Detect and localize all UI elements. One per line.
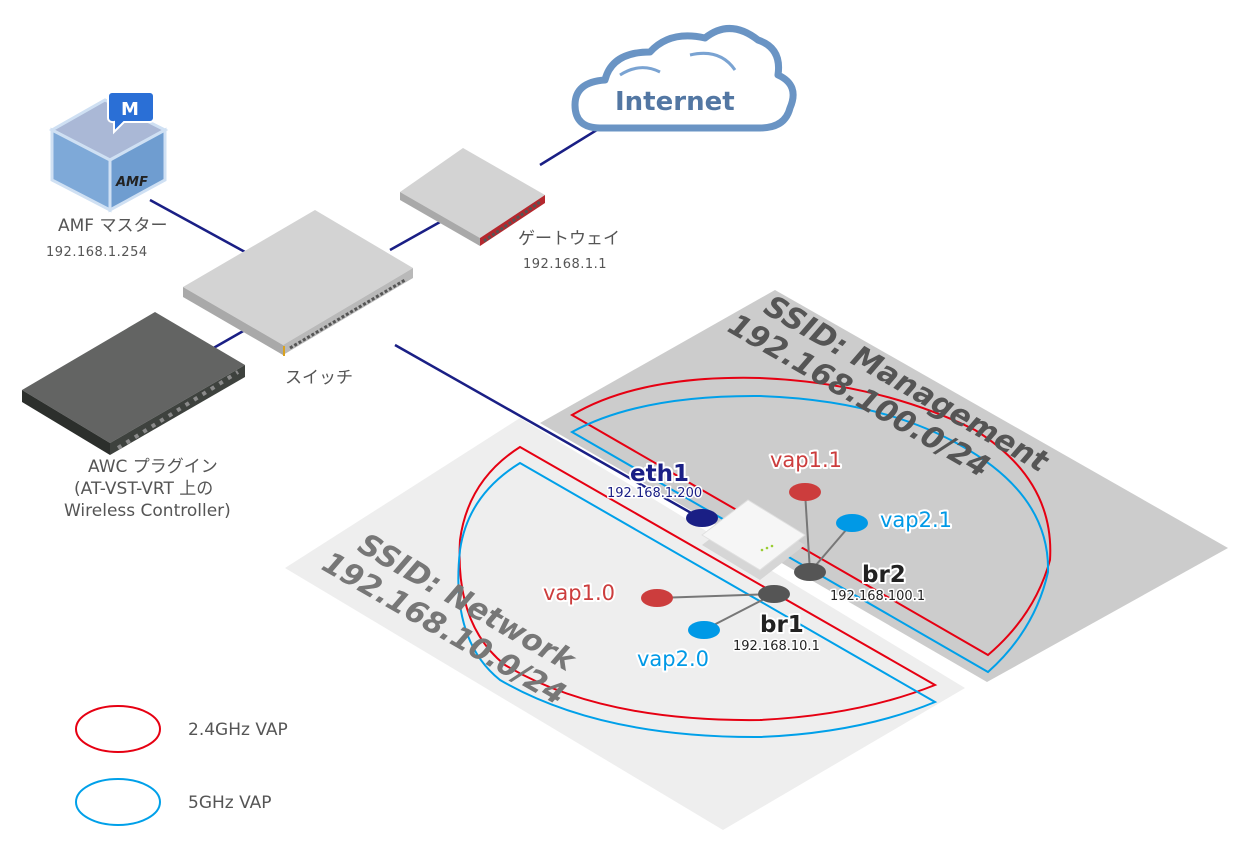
link-br2-vap1-1 [804,491,811,573]
vap1-1-label: vap1.1 [770,448,842,472]
wireless-access-point[interactable] [701,499,806,580]
switch-device[interactable]: スイッチ [183,210,413,388]
br2-ip: 192.168.100.1 [830,589,925,604]
vap2-0-node[interactable] [688,621,720,639]
vap1-0-label: vap1.0 [543,581,615,605]
amf-master-ip: 192.168.1.254 [46,245,148,260]
cloud-highlight-icon [619,51,737,77]
network-5ghz-coverage [457,461,938,739]
amf-master-cube-icon: AMF [48,98,169,213]
link-gateway-internet [539,126,601,167]
legend-24ghz-label: 2.4GHz VAP [188,720,288,740]
awc-plugin-line2: (AT-VST-VRT 上の [74,479,213,499]
internet-label: Internet [615,87,735,117]
server-appliance-icon [22,312,245,455]
eth1-node[interactable] [686,509,718,527]
br2-node[interactable] [794,563,826,581]
network-links [149,126,701,520]
vap2-1-node[interactable] [836,514,868,532]
vap1-0-node[interactable] [641,589,673,607]
legend-item-24ghz: 2.4GHz VAP [75,705,288,753]
eth1-label: eth1 [630,461,689,487]
mgmt-24ghz-coverage [570,376,1052,657]
awc-plugin-line3: Wireless Controller) [64,501,231,521]
switch-icon [183,210,413,356]
link-switch-gateway [389,220,441,252]
network-24ghz-coverage [458,445,938,722]
gateway-ip: 192.168.1.1 [523,257,607,272]
amf-logo: AMF [115,175,148,190]
amf-master-name: AMF マスター [58,216,167,236]
gateway-device[interactable]: ゲートウェイ 192.168.1.1 [400,148,620,272]
wireless-access-point-icon [701,499,806,580]
br1-label: br1 [760,612,804,638]
link-br2-vap2-1 [809,522,853,573]
link-awc-switch [209,328,246,352]
legend-5ghz-label: 5GHz VAP [188,793,272,813]
master-badge-letter: M [121,99,139,120]
br2-label: br2 [862,562,906,588]
br1-node[interactable] [758,585,790,603]
legend-24ghz-swatch-icon [75,705,161,753]
gateway-name: ゲートウェイ [518,229,620,249]
link-amf-switch [149,198,246,254]
master-badge-icon: M [107,91,155,135]
eth1-ip: 192.168.1.200 [607,486,702,501]
ssid-network-plane [285,418,965,830]
legend-5ghz-swatch-icon [75,778,161,826]
amf-master-device[interactable]: AMF M AMF マスター 192.168.1.254 [46,91,169,260]
vap2-0-label: vap2.0 [637,647,709,671]
switch-name: スイッチ [285,368,353,388]
legend: 2.4GHz VAP 5GHz VAP [75,705,288,826]
br1-ip: 192.168.10.1 [733,639,820,654]
vap1-1-node[interactable] [789,483,821,501]
vap2-1-label: vap2.1 [880,508,952,532]
cloud-icon [571,25,797,132]
link-switch-ap [394,343,701,520]
legend-item-5ghz: 5GHz VAP [75,778,272,826]
awc-plugin-line1: AWC プラグイン [88,457,218,477]
mgmt-5ghz-coverage [569,394,1050,674]
router-icon [400,148,545,246]
internet-cloud: Internet [571,25,797,132]
link-br1-vap1-0 [656,593,775,599]
ssid-management-plane [540,290,1228,682]
awc-plugin-device[interactable]: AWC プラグイン (AT-VST-VRT 上の Wireless Contro… [22,312,245,521]
